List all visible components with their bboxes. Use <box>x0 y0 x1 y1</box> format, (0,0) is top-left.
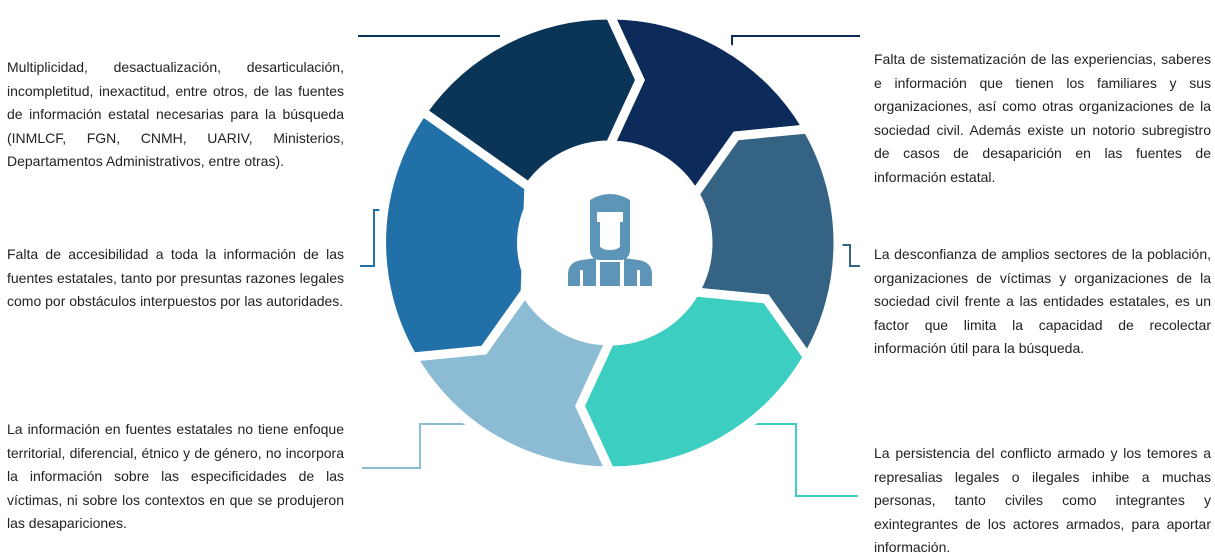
connector-right-mid <box>838 244 860 267</box>
person-icon <box>568 194 652 286</box>
ring <box>377 10 843 476</box>
connector-right-bottom <box>750 423 858 497</box>
cause-text-right-bottom: La persistencia del conflicto armado y l… <box>874 445 1211 556</box>
cause-text-right-top: Falta de sistematización de las experien… <box>874 51 1211 185</box>
cause-text-left-mid: Falta de accesibilidad a toda la informa… <box>7 246 344 310</box>
cause-text-left-bottom: La información en fuentes estatales no t… <box>7 421 344 532</box>
cause-text-left-top: Multiplicidad, desactualización, desarti… <box>7 59 344 170</box>
cause-text-right-mid: La desconfianza de amplios sectores de l… <box>874 246 1211 357</box>
segment-top-left <box>416 10 645 194</box>
segment-left <box>377 105 534 362</box>
connector-right-top <box>731 35 860 56</box>
connector-left-bottom <box>362 423 500 469</box>
